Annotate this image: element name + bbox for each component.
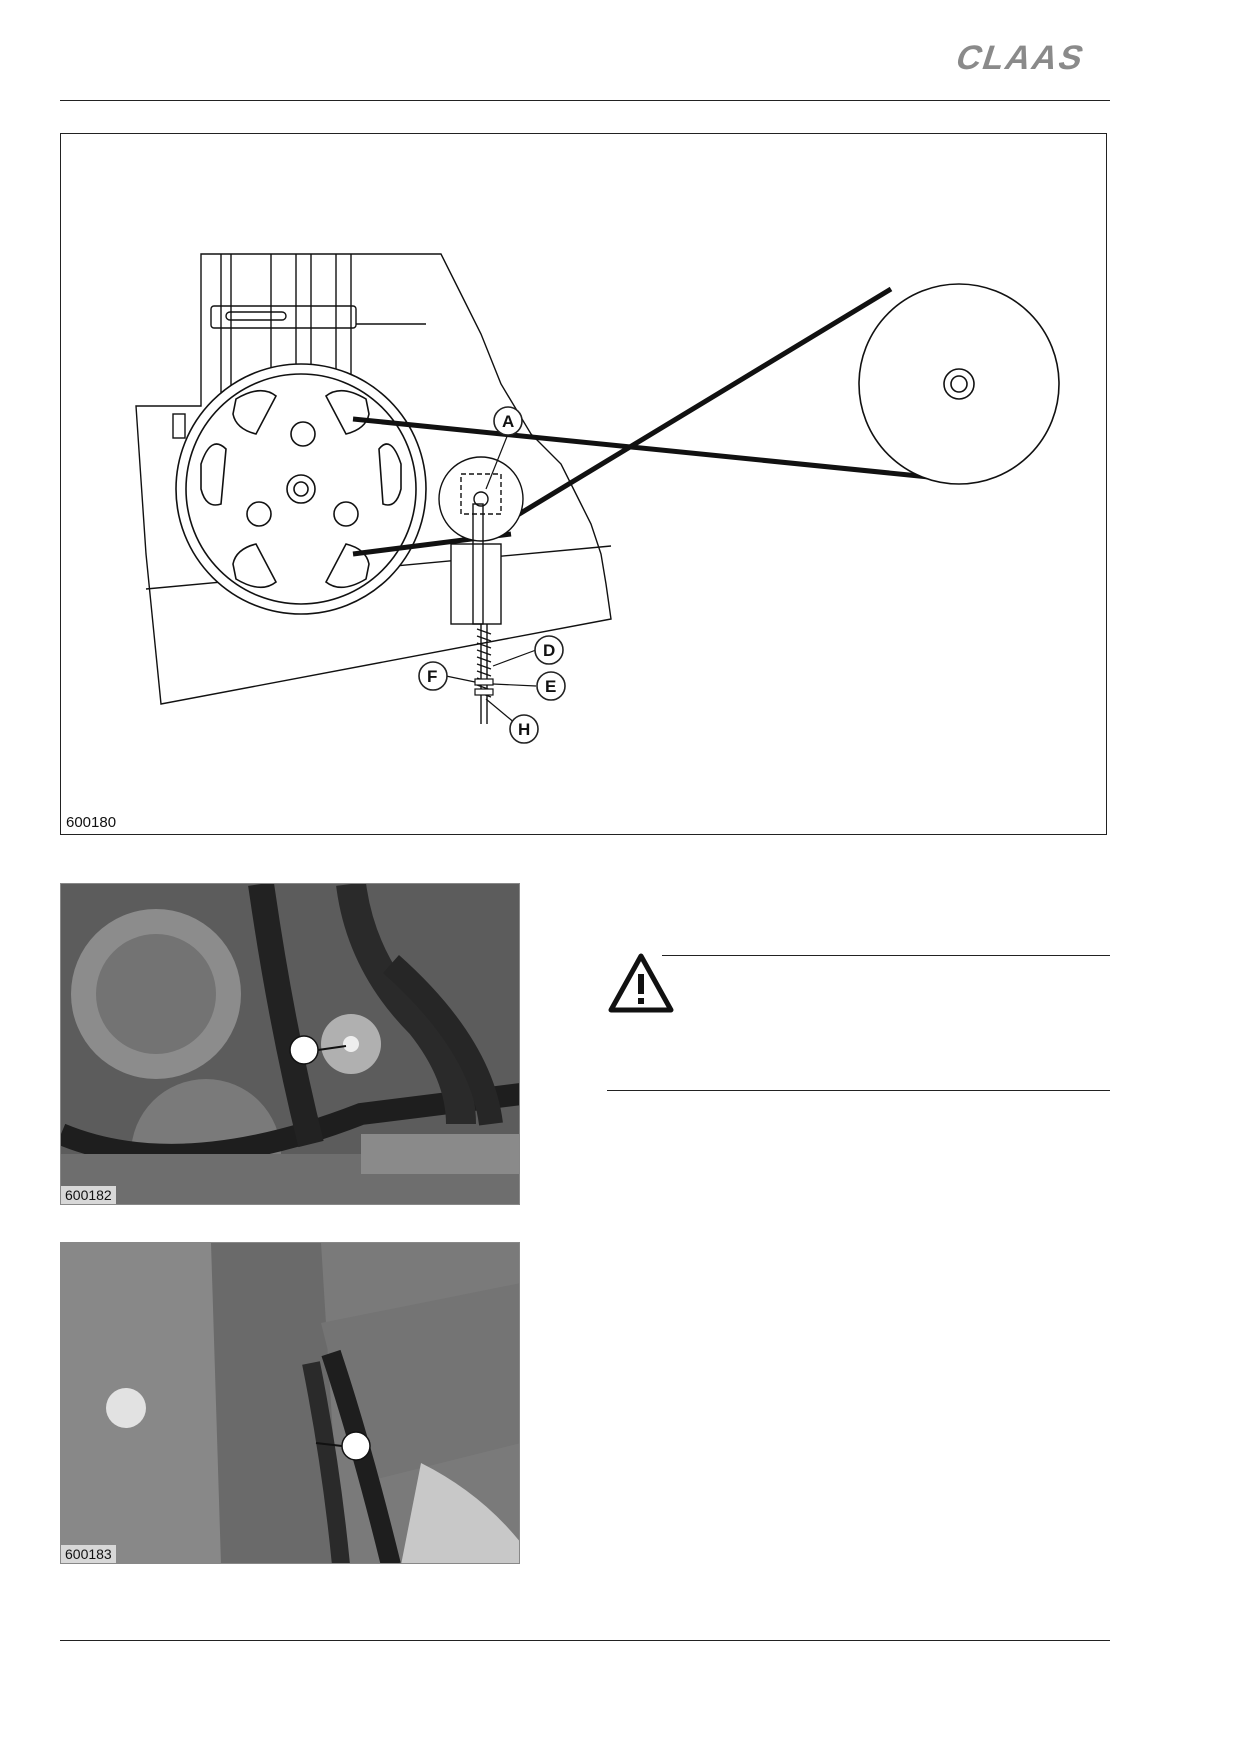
warning-triangle-svg (608, 953, 674, 1013)
callout-F: F (418, 661, 448, 691)
warning-top-rule (662, 955, 1110, 956)
belt-drive-diagram: A D E F H 600180 (60, 133, 1107, 835)
svg-text:H: H (518, 720, 530, 739)
callout-E: E (536, 671, 566, 701)
photo-belt-area: 600182 (60, 883, 520, 1205)
photo-1-number: 600182 (61, 1186, 116, 1204)
callout-H: H (509, 714, 539, 744)
svg-text:F: F (427, 667, 437, 686)
warning-triangle-icon (607, 952, 675, 1014)
housing-outline (135, 253, 612, 705)
belt-drive-drawing: A D E F H (135, 253, 1060, 744)
photo-2-number: 600183 (61, 1545, 116, 1563)
claas-logo: CLAAS (945, 39, 1115, 77)
svg-text:E: E (545, 677, 556, 696)
callout-D: D (534, 635, 564, 665)
claas-logo-mark: CLAAS (951, 39, 1090, 77)
svg-text:D: D (543, 641, 555, 660)
footer-rule (60, 1640, 1110, 1641)
figure-number: 600180 (66, 814, 117, 831)
driven-pulley (858, 283, 1060, 485)
callout-A: A (493, 406, 523, 436)
tension-idler (438, 456, 524, 724)
logo-text: CLAAS (951, 40, 1090, 76)
warning-bottom-rule (607, 1090, 1110, 1091)
tension-rod (474, 628, 494, 698)
photo-mounting-area-image (61, 1243, 519, 1563)
photo-belt-area-image (61, 884, 519, 1204)
header-rule (60, 100, 1110, 101)
svg-text:A: A (502, 412, 514, 431)
v-belt (352, 286, 930, 557)
drive-pulley (175, 363, 427, 615)
photo-mounting-area: 600183 (60, 1242, 520, 1564)
